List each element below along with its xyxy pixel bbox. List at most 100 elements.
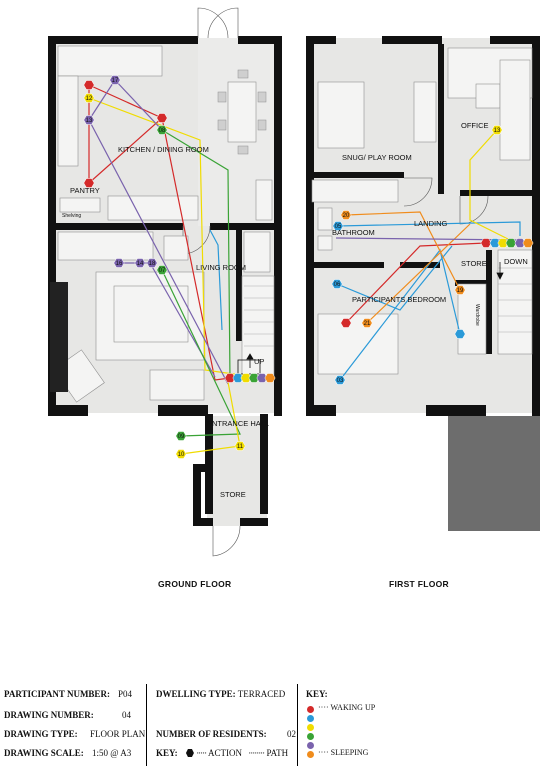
- marker-number: 10: [178, 452, 185, 458]
- marker-hexagon: [83, 93, 95, 103]
- marker-hexagon: [175, 431, 187, 441]
- room-label-pantry: PANTRY: [70, 186, 100, 195]
- activity-marker: 13: [491, 125, 503, 135]
- activity-marker: 11: [234, 441, 246, 451]
- activity-marker: [489, 238, 501, 248]
- first-floor-title: FIRST FLOOR: [389, 579, 449, 589]
- activity-marker: 06: [331, 279, 343, 289]
- activity-marker: [256, 373, 268, 383]
- marker-hexagon: [248, 373, 260, 383]
- key-dot-blue: [307, 715, 314, 722]
- marker-number: 11: [237, 444, 244, 450]
- room-label-living: LIVING ROOM: [196, 263, 246, 272]
- marker-hexagon: [491, 125, 503, 135]
- marker-hexagon: [240, 373, 252, 383]
- marker-hexagon: [454, 285, 466, 295]
- key-sleeping: SLEEPING: [330, 748, 369, 757]
- room-label-shelving: Shelving: [62, 213, 81, 219]
- marker-hexagon: [83, 80, 95, 90]
- drawing-type-label: DRAWING TYPE:: [4, 729, 78, 739]
- marker-hexagon: [522, 238, 534, 248]
- stair-down-label: DOWN: [504, 257, 528, 266]
- activity-marker: 17: [109, 75, 121, 85]
- activity-marker: 05: [332, 221, 344, 231]
- marker-hexagon: [332, 221, 344, 231]
- activity-markers: 12171308161418070911101320050619210303: [83, 75, 534, 459]
- marker-hexagon: [109, 75, 121, 85]
- ground-floor-title: GROUND FLOOR: [158, 579, 231, 589]
- activity-marker: [497, 238, 509, 248]
- activity-marker: 16: [113, 258, 125, 268]
- room-label-store-first: STORE: [461, 259, 487, 268]
- drawing-scale-label: DRAWING SCALE:: [4, 748, 84, 758]
- marker-hexagon: [489, 238, 501, 248]
- marker-hexagon: [234, 441, 246, 451]
- key-waking-up: WAKING UP: [330, 703, 376, 712]
- marker-hexagon: [454, 329, 466, 339]
- marker-number: 09: [178, 434, 185, 440]
- participant-value: P04: [118, 689, 133, 699]
- activity-marker: 13: [83, 115, 95, 125]
- marker-number: 18: [149, 261, 156, 267]
- marker-hexagon: [156, 113, 168, 123]
- marker-hexagon: [256, 373, 268, 383]
- room-label-snug: SNUG/ PLAY ROOM: [342, 153, 412, 162]
- key-dot-purple: [307, 742, 314, 749]
- key-dot-green: [307, 733, 314, 740]
- activity-marker: 14: [134, 258, 146, 268]
- marker-hexagon: [480, 238, 492, 248]
- key-label: KEY:: [156, 748, 178, 758]
- marker-number: 13: [494, 128, 501, 134]
- activity-marker: [248, 373, 260, 383]
- marker-hexagon: [156, 125, 168, 135]
- marker-number: 12: [86, 96, 93, 102]
- marker-hexagon: [146, 258, 158, 268]
- marker-number: 08: [159, 128, 166, 134]
- marker-number: 16: [116, 261, 123, 267]
- activity-marker: [264, 373, 276, 383]
- marker-number: 13: [86, 118, 93, 124]
- key-dot-orange: [307, 751, 314, 758]
- stair-up-label: UP: [254, 357, 264, 366]
- activity-marker: [232, 373, 244, 383]
- marker-number: 06: [334, 282, 341, 288]
- marker-number: 20: [343, 213, 350, 219]
- marker-hexagon: [264, 373, 276, 383]
- key-action: ACTION: [207, 748, 242, 758]
- marker-number: 19: [457, 288, 464, 294]
- marker-hexagon: [334, 375, 346, 385]
- marker-number: 05: [335, 224, 342, 230]
- legend-divider: [146, 684, 147, 766]
- key-dot-red: [307, 706, 314, 713]
- marker-hexagon: [224, 373, 236, 383]
- activity-marker: 21: [361, 318, 373, 328]
- activity-marker: [83, 80, 95, 90]
- marker-number: 03: [337, 378, 344, 384]
- room-label-entrance: ENTRANCE HALL: [207, 419, 269, 428]
- marker-hexagon: [134, 258, 146, 268]
- activity-marker: [454, 329, 466, 339]
- movement-paths: [88, 79, 521, 455]
- room-label-bathroom: BATHROOM: [332, 228, 375, 237]
- marker-hexagon: [83, 178, 95, 188]
- participant-label: PARTICIPANT NUMBER:: [4, 689, 110, 699]
- activity-marker: 10: [175, 449, 187, 459]
- marker-hexagon: [505, 238, 517, 248]
- drawing-number-value: 04: [122, 710, 131, 720]
- activity-marker: [224, 373, 236, 383]
- activity-marker: 03: [334, 375, 346, 385]
- drawing-number-label: DRAWING NUMBER:: [4, 710, 94, 720]
- key-title: KEY:: [306, 689, 328, 699]
- activity-marker: 07: [156, 265, 168, 275]
- marker-hexagon: [113, 258, 125, 268]
- marker-hexagon: [175, 449, 187, 459]
- marker-hexagon: [83, 115, 95, 125]
- marker-number: 07: [159, 268, 166, 274]
- marker-number: 21: [364, 321, 371, 327]
- activity-marker: [480, 238, 492, 248]
- marker-hexagon: [232, 373, 244, 383]
- marker-number: 14: [137, 261, 144, 267]
- marker-hexagon: [331, 279, 343, 289]
- activity-marker: 18: [146, 258, 158, 268]
